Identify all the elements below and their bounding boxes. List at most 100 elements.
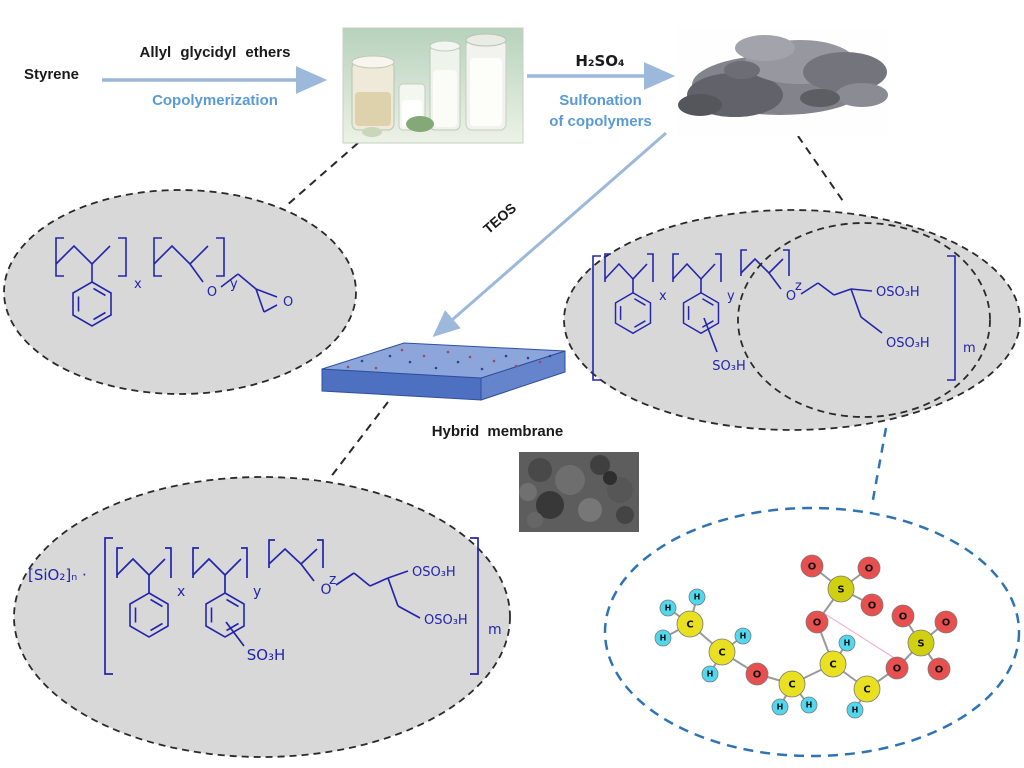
atom-label-O: O [893,664,902,675]
sio2-prefix: [SiO₂]ₙ · [28,566,87,584]
atom-label-H: H [694,593,701,602]
hybrid-structure-ellipse [13,476,511,758]
subscript-y: y [230,277,238,292]
structure-hybrid-labels: [SiO₂]ₙ · x y z SO₃H O OSO₃H OSO₃H m [28,565,502,664]
atom-O [805,610,829,634]
molecule-group: H H H C H C H O C H H C H O S O O O C H O S O O O [654,554,958,719]
atom-label-H: H [707,670,714,679]
so3h-label: SO₃H [247,646,286,664]
atom-label-H: H [806,701,813,710]
structure-hybrid [104,537,479,675]
oso3h-top-label: OSO₃H [412,565,456,580]
subscript-x: x [134,277,142,292]
atom-C [819,650,847,678]
connector-powder-to-sulfonated [797,135,846,205]
membrane-speckles [346,348,552,371]
subscript-m: m [488,622,502,638]
powder-photo [676,26,888,136]
sulfonated-structure-ellipse [563,209,1021,431]
oso3h-bottom-label: OSO₃H [424,613,468,628]
sem-photo [519,452,639,532]
atom-label-C: C [788,680,795,691]
atom-O [934,610,958,634]
atom-O [800,554,824,578]
atom-label-O: O [865,564,874,575]
atom-label-H: H [660,634,667,643]
atom-label-S: S [917,639,924,650]
atom-label-C: C [829,660,836,671]
sulfate-unit-highlight-circle [737,222,991,418]
ether-oxygen-label: O [786,289,796,304]
atom-label-H: H [740,632,747,641]
atom-H [734,627,752,645]
atom-C [676,610,704,638]
atom-label-O: O [868,601,877,612]
subscript-y: y [727,289,735,304]
step2-process-label-line1: Sulfonation [559,92,642,109]
step1-process-label: Copolymerization [152,92,278,109]
atom-O [927,657,951,681]
atom-H [654,629,672,647]
oso3h-bottom-label: OSO₃H [886,336,930,351]
atom-H [659,599,677,617]
atom-O [885,656,909,680]
atom-H [838,634,856,652]
so3h-label: SO₃H [712,359,745,374]
connector-vials-to-copolymer [285,142,359,207]
subscript-x: x [659,289,667,304]
teos-arrow [432,131,667,337]
subscript-z: z [329,572,336,588]
atom-S [827,575,855,603]
atom-H [800,696,818,714]
atom-label-S: S [837,585,844,596]
step2-reagent-label: H₂SO₄ [575,52,625,70]
atom-S [907,629,935,657]
structure-sulfonated [592,249,956,381]
atom-label-O: O [899,612,908,623]
atom-label-O: O [942,618,951,629]
step2-process-label-line2: of copolymers [549,113,652,130]
atom-O [857,556,881,580]
atom-O [745,662,769,686]
atom-H [688,588,706,606]
atom-label-O: O [813,618,822,629]
atom-label-C: C [863,685,870,696]
connector-sulfonated-to-molecule [870,427,888,506]
connector-membrane-to-hybrid [329,401,389,479]
atom-label-O: O [935,665,944,676]
ether-oxygen-label: O [207,285,217,300]
atom-O [860,593,884,617]
atom-O [891,604,915,628]
atom-label-H: H [844,639,851,648]
atom-label-C: C [718,648,725,659]
atom-C [853,675,881,703]
atom-H [701,665,719,683]
atom-H [771,698,789,716]
oso3h-top-label: OSO₃H [876,285,920,300]
ether-oxygen-label: O [320,582,331,598]
atom-label-O: O [753,670,762,681]
copolymer-structure-ellipse [3,189,357,395]
atom-label-H: H [665,604,672,613]
subscript-y: y [253,584,261,600]
structure-copolymer [55,237,278,327]
atom-C [778,670,806,698]
subscript-z: z [795,279,802,294]
subscript-x: x [177,584,185,600]
styrene-label: Styrene [24,66,80,83]
atom-label-H: H [852,706,859,715]
membrane-graphic [321,342,566,401]
atom-label-C: C [686,620,693,631]
structure-copolymer-labels: x y O O [134,277,293,310]
atom-H [846,701,864,719]
atom-label-H: H [777,703,784,712]
structure-sulfonated-labels: x y z SO₃H O OSO₃H OSO₃H m [659,279,976,374]
atom-label-O: O [808,562,817,573]
step1-reagent-label: Allyl glycidyl ethers [139,44,291,61]
epoxide-oxygen-label: O [283,295,293,310]
vials-photo [342,27,524,144]
membrane-label: Hybrid membrane [431,423,564,440]
subscript-m: m [963,341,976,356]
